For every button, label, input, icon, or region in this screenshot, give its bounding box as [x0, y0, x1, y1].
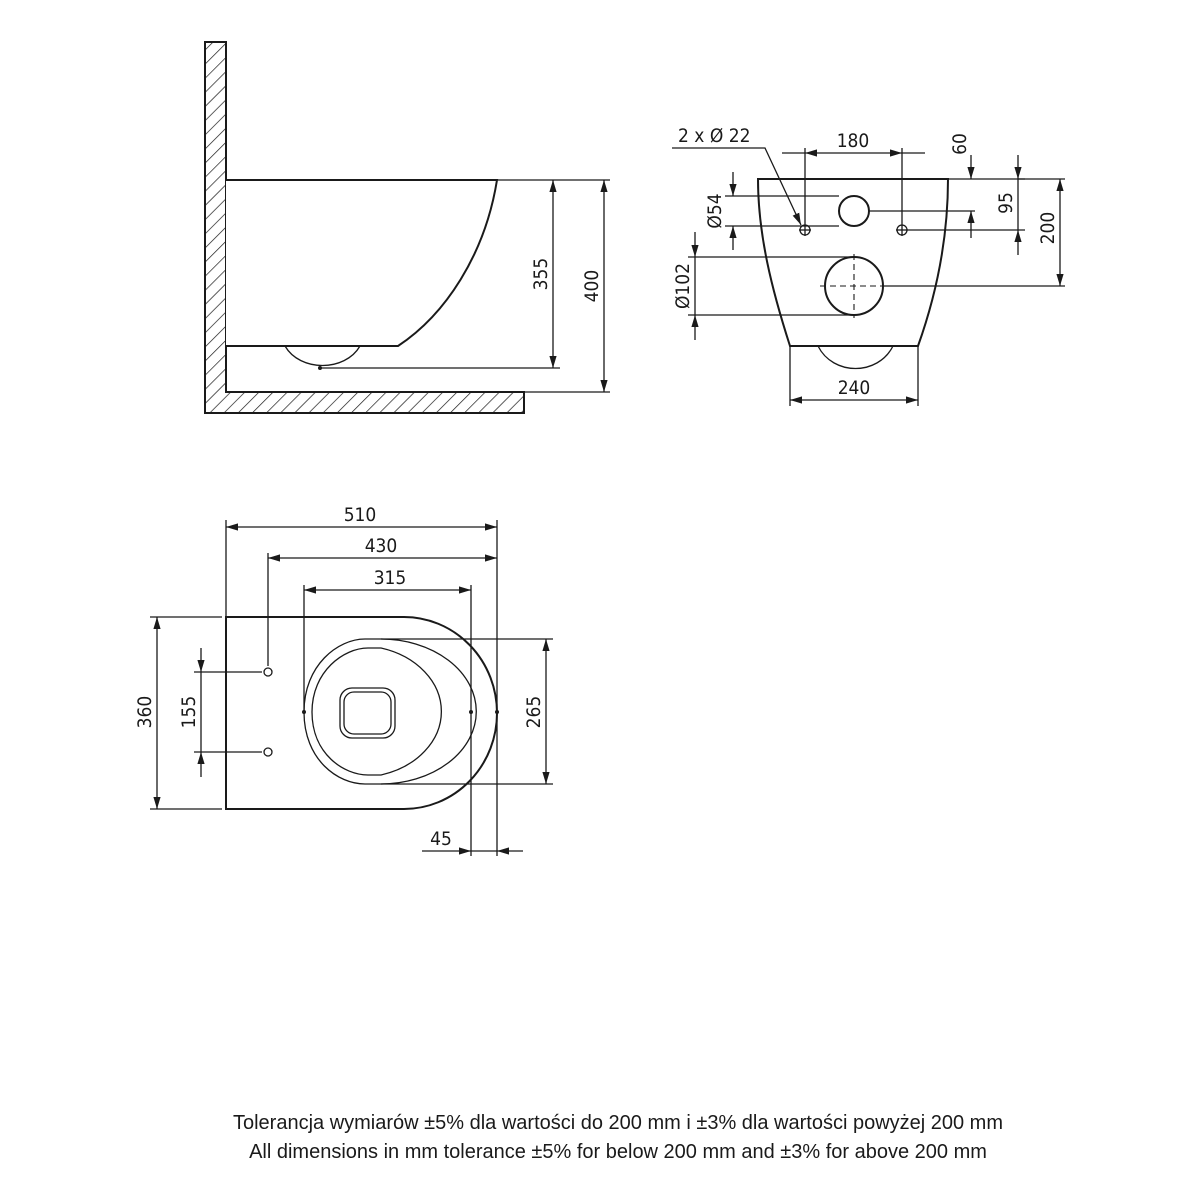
- dim-label-95: 95: [995, 192, 1017, 214]
- fixing-hole-top: [263, 667, 273, 677]
- back-view: 2 x Ø 22 180 60 95 200 Ø54: [672, 125, 1065, 406]
- dim-label-360: 360: [134, 696, 156, 729]
- toilet-body-side: [226, 179, 499, 347]
- dim-label-200: 200: [1037, 212, 1059, 245]
- dim-label-265: 265: [523, 696, 545, 729]
- holes-leader: [672, 147, 802, 226]
- seat-opening: [303, 638, 477, 785]
- dim-label-102: Ø102: [672, 263, 694, 309]
- inner-bowl: [339, 687, 396, 739]
- dim-label-510: 510: [344, 504, 377, 526]
- top-view: 510 430 315 360 155 265 45: [134, 504, 553, 856]
- dim-label-155: 155: [178, 696, 200, 729]
- dim-label-400: 400: [581, 270, 603, 303]
- dim-label-315: 315: [374, 567, 407, 589]
- toilet-body-top: [225, 616, 498, 810]
- toilet-trap-back: [817, 345, 894, 369]
- dim-label-430: 430: [365, 535, 398, 557]
- tolerance-note-polish: Tolerancja wymiarów ±5% dla wartości do …: [232, 1112, 1004, 1134]
- fixing-hole-bottom: [263, 747, 273, 757]
- dim-label-54: Ø54: [704, 193, 726, 228]
- dim-label-60: 60: [949, 133, 971, 155]
- dim-label-355: 355: [530, 258, 552, 291]
- tolerance-note-english: All dimensions in mm tolerance ±5% for b…: [249, 1141, 987, 1163]
- side-view: 355 400: [204, 41, 610, 414]
- toilet-trap-side: [284, 345, 361, 366]
- holes-label: 2 x Ø 22: [678, 125, 750, 147]
- inlet-hole: [838, 195, 870, 227]
- dim-label-180: 180: [837, 130, 870, 152]
- dim-label-45: 45: [430, 828, 452, 850]
- dim-label-240: 240: [838, 377, 871, 399]
